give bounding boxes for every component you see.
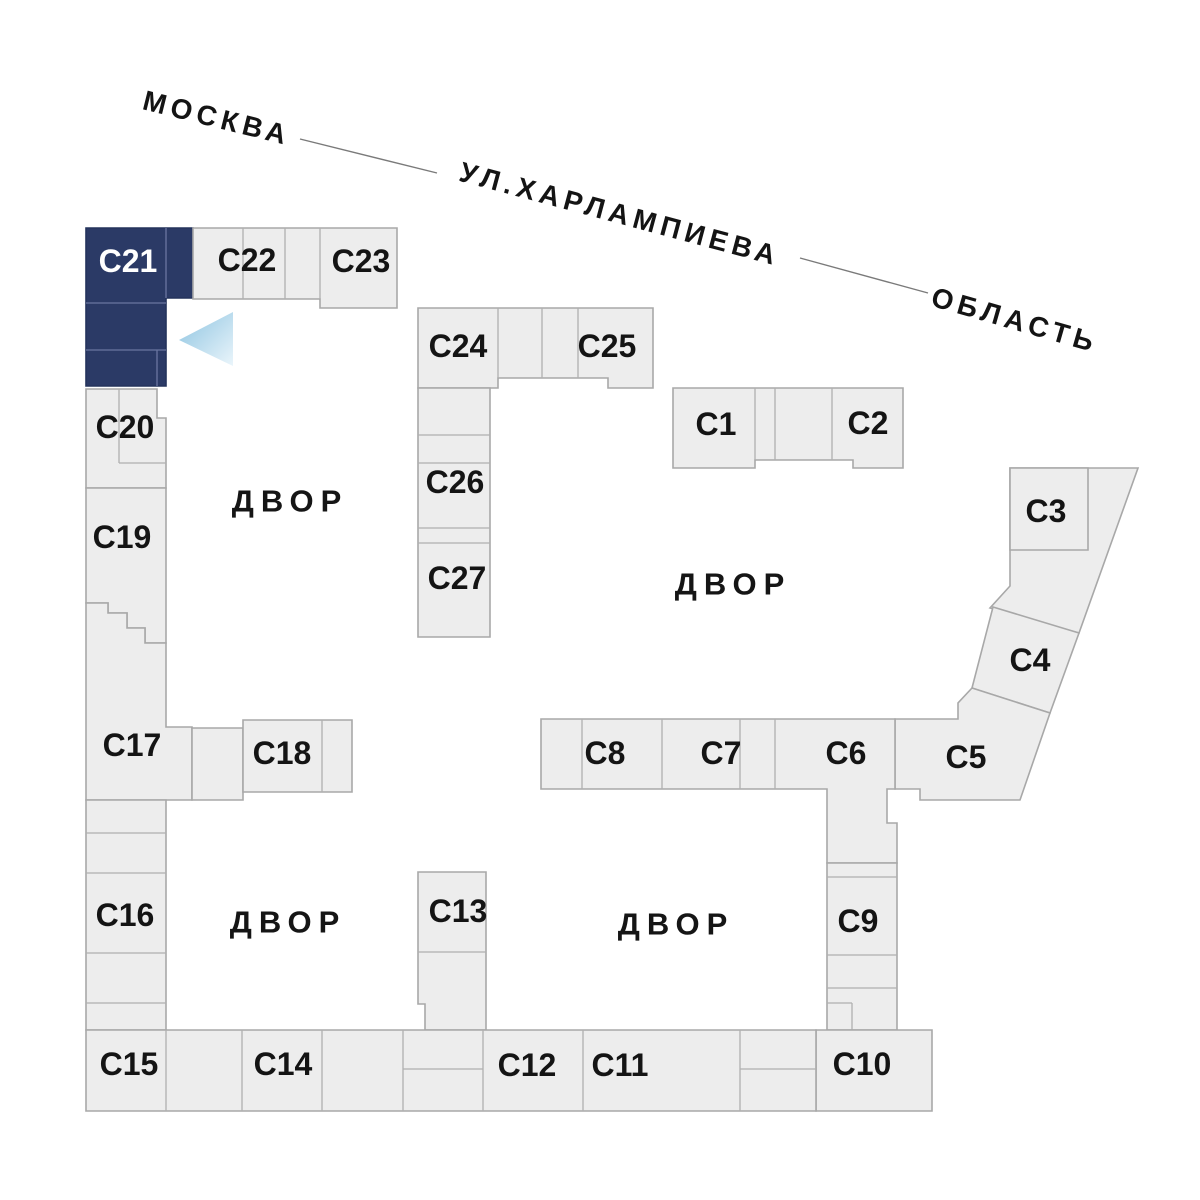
street-label-region-direction: ОБЛАСТЬ [928,281,1102,358]
building-label-с25: С25 [578,328,637,364]
building-c13[interactable]: С13 [417,871,488,1031]
building-c26-c27-shape[interactable] [417,387,491,638]
building-label-с23: С23 [332,243,391,279]
building-label-с16: С16 [96,897,155,933]
building-c3-shape[interactable] [1009,467,1089,551]
building-c4[interactable]: С4 [971,605,1081,714]
building-label-с5: С5 [946,739,987,775]
building-label-с8: С8 [585,735,626,771]
building-c16-stack[interactable]: С16 [85,799,167,1031]
building-c6-c8-shape[interactable] [540,718,898,864]
building-c5-shape[interactable] [894,687,1052,801]
building-c17-annex[interactable] [191,727,244,801]
building-label-с15: С15 [100,1046,159,1082]
building-label-с6: С6 [826,735,867,771]
building-c21[interactable]: С21 [85,227,194,387]
building-label-с7: С7 [701,735,742,771]
building-c3[interactable]: С3 [1009,467,1089,551]
building-c20[interactable]: С20 [85,388,167,489]
building-label-с13: С13 [429,893,488,929]
building-c17[interactable]: С17 [85,602,193,801]
building-c24-c25[interactable]: С24 С25 [417,307,654,389]
building-c5[interactable]: С5 [894,687,1052,801]
building-label-с14: С14 [254,1046,313,1082]
building-label-с9: С9 [838,903,879,939]
building-c17-annex-shape[interactable] [191,727,244,801]
selected-building-arrow-icon [179,312,233,366]
building-label-с4: С4 [1010,642,1051,678]
building-label-с1: С1 [696,406,737,442]
building-label-с10: С10 [833,1046,892,1082]
building-c18[interactable]: С18 [242,719,353,793]
building-label-с11: С11 [592,1047,649,1083]
building-label-с19: С19 [93,519,152,555]
courtyard-label-4: ДВОР [618,907,735,942]
building-label-с20: С20 [96,409,155,445]
courtyard-label-3: ДВОР [230,905,347,940]
building-c22-c23[interactable]: С22 С23 [192,227,398,309]
building-c9-shape[interactable] [826,862,898,1031]
building-c18-shape[interactable] [242,719,353,793]
building-label-с18: С18 [253,735,312,771]
street-line-1 [299,138,438,174]
building-c1-c2-shape[interactable] [672,387,904,469]
courtyard-label-2: ДВОР [675,567,792,602]
building-label-с27: С27 [428,560,487,596]
building-bottom-row[interactable]: С15 С14 С12 С11 [85,1029,817,1112]
building-c1-c2[interactable]: С1 С2 [672,387,904,469]
building-label-с26: С26 [426,464,485,500]
courtyard-label-1: ДВОР [232,484,349,519]
building-label-с21: С21 [99,243,158,279]
building-label-с22: С22 [218,242,277,278]
building-label-с12: С12 [498,1047,557,1083]
street-label-street-name: УЛ.ХАРЛАМПИЕВА [456,156,784,272]
building-label-с3: С3 [1026,493,1067,529]
building-label-с24: С24 [429,328,488,364]
building-label-с2: С2 [848,405,889,441]
street-line-2 [799,257,929,294]
building-bottom-row-shape[interactable] [85,1029,817,1112]
building-c22-c23-shape[interactable] [192,227,398,309]
building-label-с17: С17 [103,727,162,763]
building-c10[interactable]: С10 [815,1029,933,1112]
building-c9[interactable]: С9 [826,862,898,1031]
building-c17-shape[interactable] [85,602,193,801]
building-c6-c8[interactable]: С8 С7 С6 [540,718,898,864]
street-label-city-direction: МОСКВА [140,85,294,152]
